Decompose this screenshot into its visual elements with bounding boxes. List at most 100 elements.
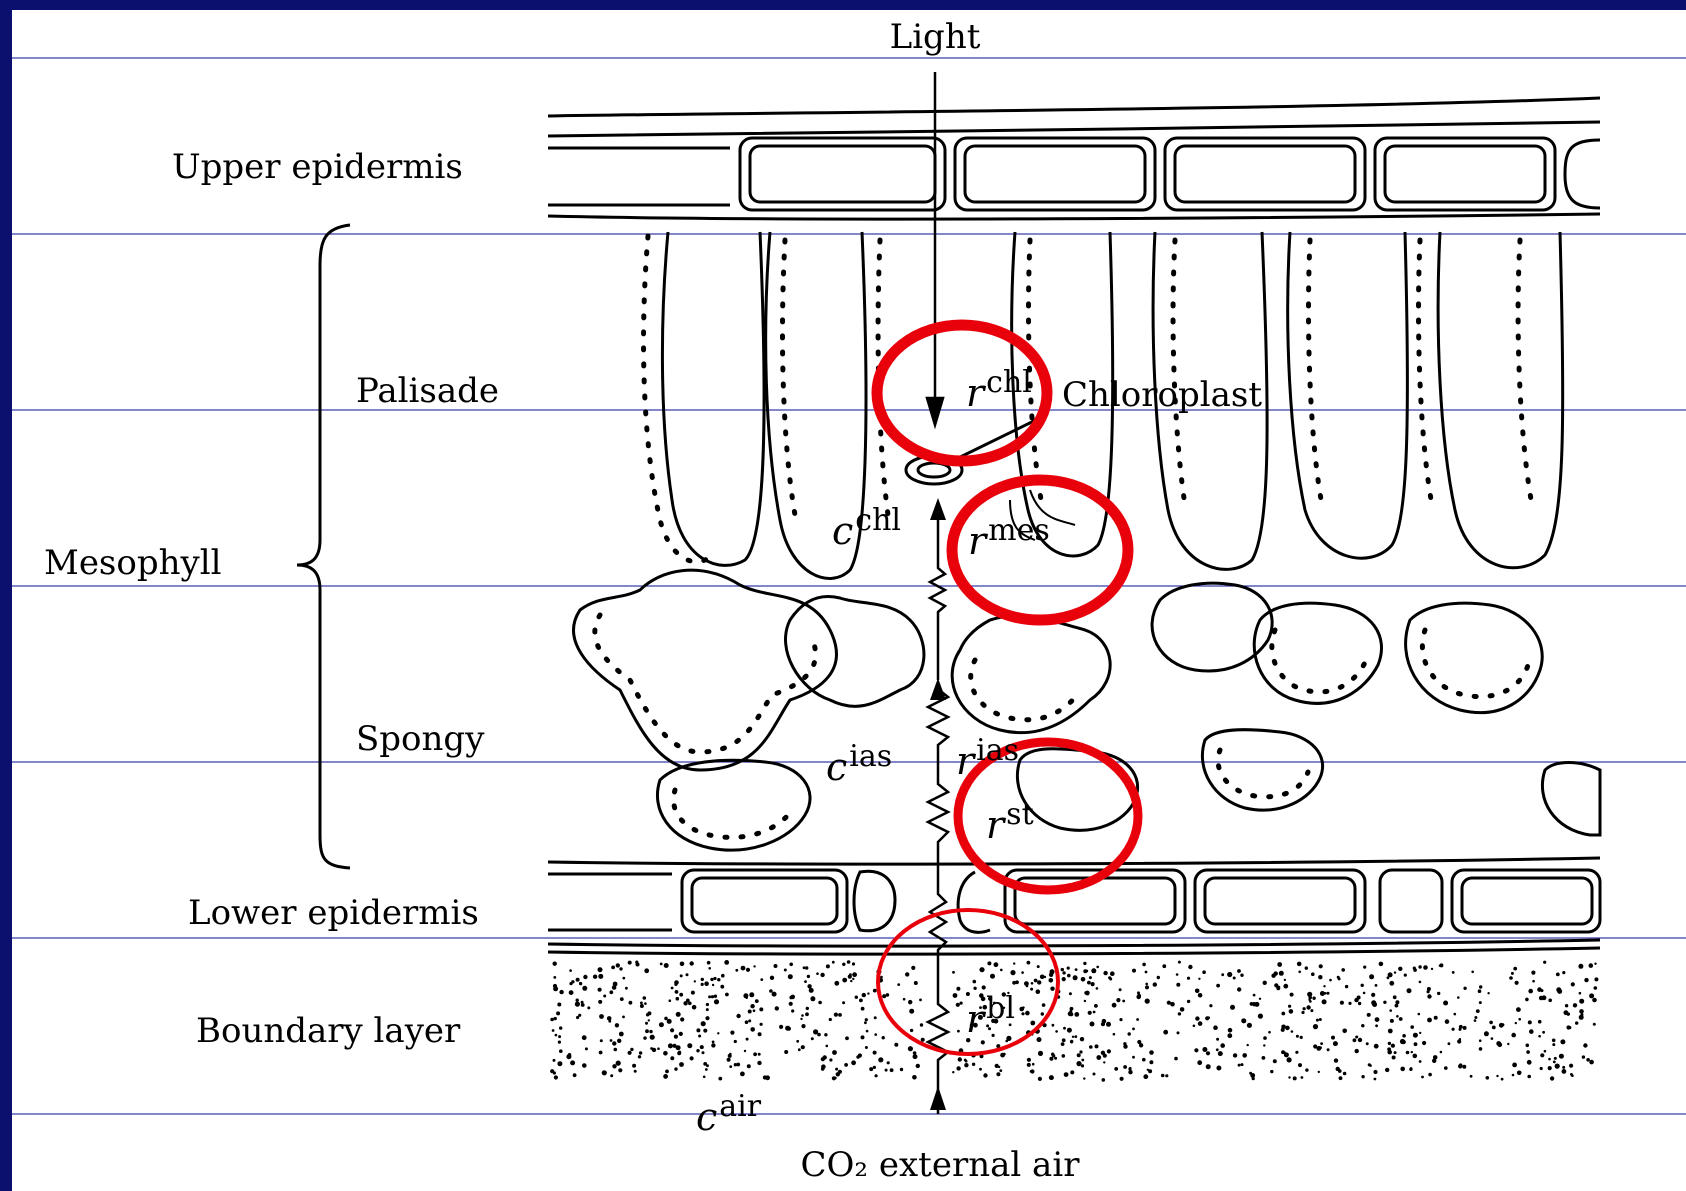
stipple-dot bbox=[1233, 977, 1236, 980]
stipple-dot bbox=[887, 1061, 890, 1064]
stipple-dot bbox=[1041, 1012, 1044, 1015]
stipple-dot bbox=[835, 1068, 838, 1071]
stipple-dot bbox=[1198, 1021, 1203, 1026]
stipple-dot bbox=[972, 1063, 975, 1066]
stipple-dot bbox=[836, 1072, 840, 1076]
stipple-dot bbox=[1123, 1044, 1127, 1048]
stipple-dot bbox=[1262, 1056, 1266, 1060]
stipple-dot bbox=[1271, 974, 1275, 978]
stipple-dot bbox=[1411, 1051, 1413, 1053]
stipple-dot bbox=[552, 1029, 555, 1032]
stipple-dot bbox=[1342, 1029, 1347, 1034]
stipple-dot bbox=[1103, 1061, 1105, 1063]
stipple-dot bbox=[1122, 1000, 1125, 1003]
stipple-dot bbox=[1049, 973, 1053, 977]
stipple-dot bbox=[1419, 1060, 1422, 1063]
stipple-dot bbox=[859, 999, 863, 1003]
stipple-dot bbox=[759, 1007, 763, 1011]
stipple-dot bbox=[1413, 1054, 1418, 1059]
stipple-dot bbox=[678, 1051, 681, 1054]
stipple-dot bbox=[1568, 1026, 1571, 1029]
stipple-dot bbox=[587, 1006, 590, 1009]
stipple-dot bbox=[1589, 963, 1594, 968]
stipple-dot bbox=[850, 980, 852, 982]
stipple-dot bbox=[1113, 1033, 1116, 1036]
stipple-dot bbox=[622, 1016, 625, 1019]
stipple-dot bbox=[813, 1029, 818, 1034]
stipple-dot bbox=[1263, 1044, 1265, 1046]
chloroplast-label: Chloroplast bbox=[1062, 375, 1262, 415]
stipple-dot bbox=[708, 967, 711, 970]
stipple-dot bbox=[878, 1057, 883, 1062]
stipple-dot bbox=[1371, 993, 1375, 997]
stipple-dot bbox=[1594, 986, 1598, 990]
stipple-dot bbox=[1569, 1064, 1573, 1068]
stipple-dot bbox=[1291, 1030, 1294, 1033]
stipple-dot bbox=[1301, 1076, 1304, 1079]
stipple-dot bbox=[1578, 964, 1583, 969]
stipple-dot bbox=[1324, 992, 1327, 995]
stipple-dot bbox=[712, 1041, 715, 1044]
stipple-dot bbox=[1404, 974, 1407, 977]
stipple-dot bbox=[711, 1043, 715, 1047]
stipple-dot bbox=[644, 968, 649, 973]
stipple-dot bbox=[609, 990, 613, 994]
stipple-dot bbox=[1391, 1044, 1395, 1048]
stipple-dot bbox=[1289, 1009, 1294, 1014]
stipple-dot bbox=[659, 1022, 664, 1027]
stipple-dot bbox=[909, 1009, 914, 1014]
stipple-dot bbox=[882, 1036, 885, 1039]
stipple-dot bbox=[1474, 1019, 1477, 1022]
stipple-dot bbox=[1061, 968, 1064, 971]
stipple-dot bbox=[1331, 1036, 1335, 1040]
stipple-dot bbox=[834, 1013, 838, 1017]
stipple-dot bbox=[736, 1014, 740, 1018]
stipple-dot bbox=[1511, 972, 1514, 975]
stipple-dot bbox=[647, 1011, 651, 1015]
stipple-dot bbox=[1463, 987, 1466, 990]
stipple-dot bbox=[1290, 993, 1294, 997]
stipple-dot bbox=[1263, 1036, 1267, 1040]
stipple-dot bbox=[1579, 999, 1584, 1004]
stipple-dot bbox=[1090, 1022, 1095, 1027]
stipple-dot bbox=[578, 1014, 581, 1017]
stipple-dot bbox=[598, 988, 602, 992]
stipple-dot bbox=[1030, 1021, 1035, 1026]
stipple-dot bbox=[674, 980, 679, 985]
stipple-dot bbox=[727, 1058, 731, 1062]
stipple-dot bbox=[1069, 992, 1072, 995]
stipple-dot bbox=[1366, 1042, 1369, 1045]
stipple-dot bbox=[1511, 1033, 1516, 1038]
stipple-dot bbox=[1110, 971, 1115, 976]
stipple-dot bbox=[1287, 1057, 1292, 1062]
stipple-dot bbox=[703, 1029, 707, 1033]
stipple-dot bbox=[1102, 1078, 1106, 1082]
stipple-dot bbox=[960, 1002, 963, 1005]
stipple-dot bbox=[676, 1012, 681, 1017]
stipple-dot bbox=[1309, 1000, 1312, 1003]
stipple-dot bbox=[1253, 994, 1256, 997]
stipple-dot bbox=[1479, 1039, 1482, 1042]
stipple-dot bbox=[1050, 987, 1054, 991]
stipple-dot bbox=[644, 1002, 647, 1005]
lower-epidermis-label: Lower epidermis bbox=[188, 893, 479, 933]
stipple-dot bbox=[1072, 1036, 1074, 1038]
stipple-dot bbox=[1037, 965, 1040, 968]
stipple-dot bbox=[1103, 971, 1107, 975]
stipple-dot bbox=[630, 1048, 633, 1051]
stipple-dot bbox=[696, 1049, 699, 1052]
stipple-dot bbox=[706, 1008, 709, 1011]
stipple-dot bbox=[1556, 973, 1560, 977]
stipple-dot bbox=[1337, 976, 1340, 979]
stipple-dot bbox=[758, 1053, 761, 1056]
stipple-dot bbox=[741, 966, 746, 971]
stipple-dot bbox=[990, 974, 995, 979]
stipple-dot bbox=[670, 1056, 674, 1060]
stipple-dot bbox=[824, 1033, 827, 1036]
stipple-dot bbox=[720, 985, 724, 989]
stipple-dot bbox=[743, 993, 748, 998]
stipple-dot bbox=[1021, 971, 1024, 974]
stipple-dot bbox=[1252, 1077, 1255, 1080]
stipple-dot bbox=[1355, 1036, 1358, 1039]
